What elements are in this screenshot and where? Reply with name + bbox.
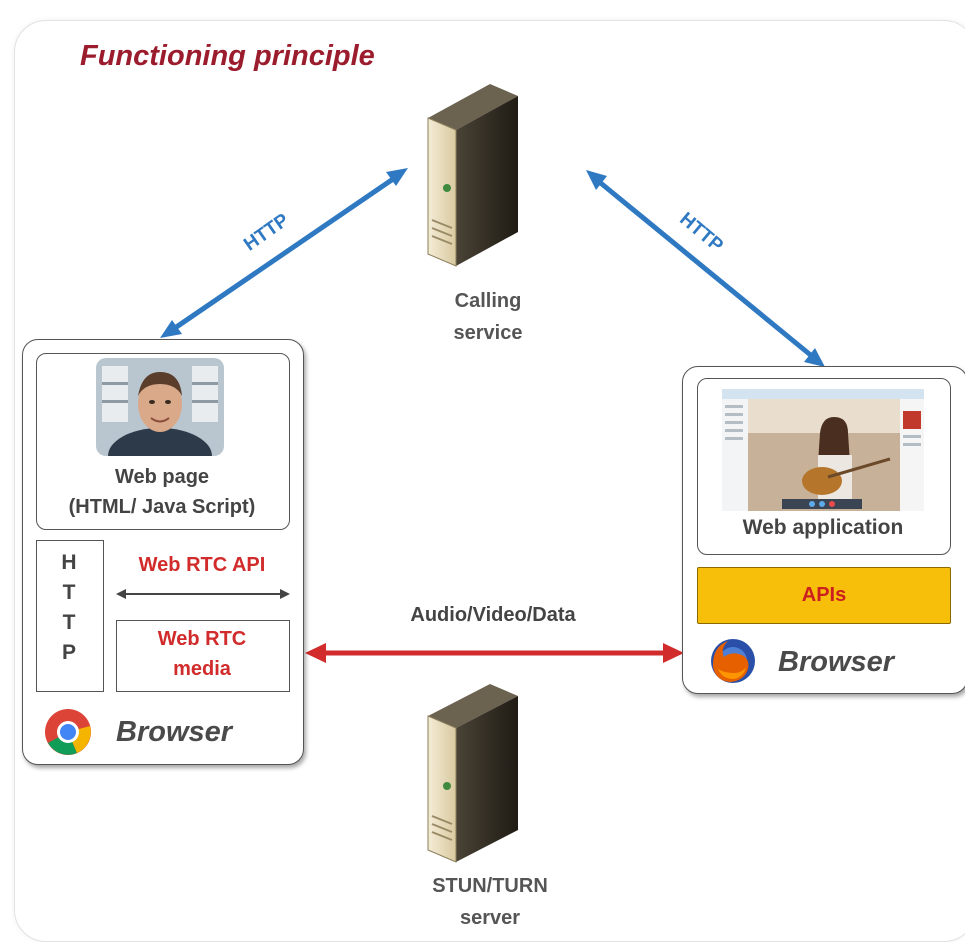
- web-page-label: Web page (HTML/ Java Script): [36, 462, 288, 522]
- stun-turn-line2: server: [459, 907, 521, 929]
- http-stack-box: [36, 540, 104, 692]
- http-letter-t1: T: [62, 581, 76, 604]
- webrtc-api-arrow: [116, 589, 290, 599]
- http-letter-h: H: [61, 551, 77, 574]
- right-browser-label: Browser: [778, 646, 895, 678]
- webrtc-api-label: Web RTC API: [138, 554, 266, 576]
- chrome-icon: [45, 709, 91, 755]
- web-page-line1: Web page: [114, 466, 210, 488]
- web-page-line2: (HTML/ Java Script): [68, 496, 256, 518]
- calling-service-label: Calling service: [428, 285, 548, 349]
- webrtc-media-label: Web RTC media: [116, 624, 288, 684]
- webrtc-media-line2: media: [173, 658, 231, 680]
- left-http-arrow: [160, 168, 408, 338]
- calling-service-server-icon: [427, 84, 518, 267]
- stun-turn-label: STUN/TURN server: [405, 870, 575, 934]
- diagram-connectors: [160, 84, 825, 863]
- webrtc-media-line1: Web RTC: [157, 628, 247, 650]
- calling-service-line2: service: [453, 322, 523, 344]
- web-app-screenshot-image: [722, 389, 924, 511]
- stun-turn-line1: STUN/TURN: [432, 875, 548, 897]
- firefox-icon: [711, 639, 755, 683]
- diagram-title: Functioning principle: [80, 40, 375, 72]
- media-label: Audio/Video/Data: [410, 604, 576, 626]
- http-stack-label: H T T P: [36, 548, 102, 668]
- webrtc-media-box: [116, 620, 290, 692]
- apis-box: APIs: [697, 567, 951, 624]
- left-browser-label: Browser: [116, 716, 233, 748]
- calling-service-line1: Calling: [454, 290, 522, 312]
- right-http-arrow: [586, 170, 825, 367]
- http-letter-p: P: [61, 641, 76, 664]
- media-arrow: [305, 643, 684, 663]
- person-photo-image: [96, 358, 224, 456]
- http-letter-t2: T: [62, 611, 76, 634]
- stun-turn-server-icon: [427, 684, 518, 863]
- web-application-label: Web application: [742, 516, 904, 539]
